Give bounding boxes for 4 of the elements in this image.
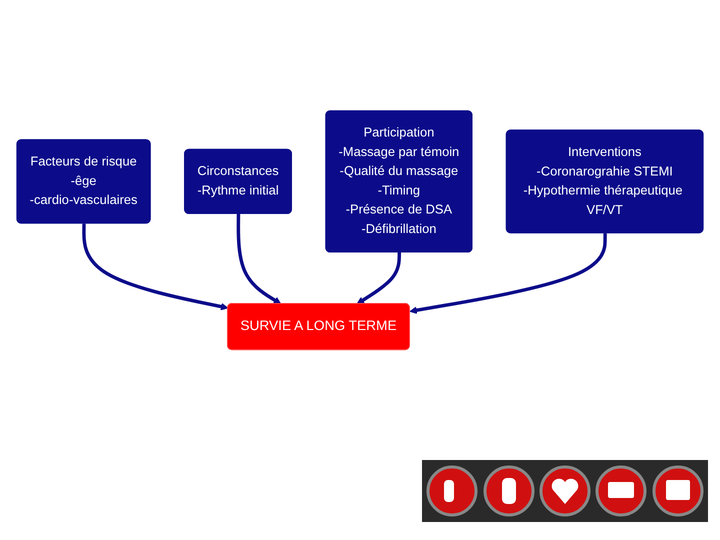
arrow: [82, 223, 228, 310]
arrow: [356, 252, 402, 304]
arrow: [410, 232, 607, 314]
arrow: [236, 214, 282, 304]
